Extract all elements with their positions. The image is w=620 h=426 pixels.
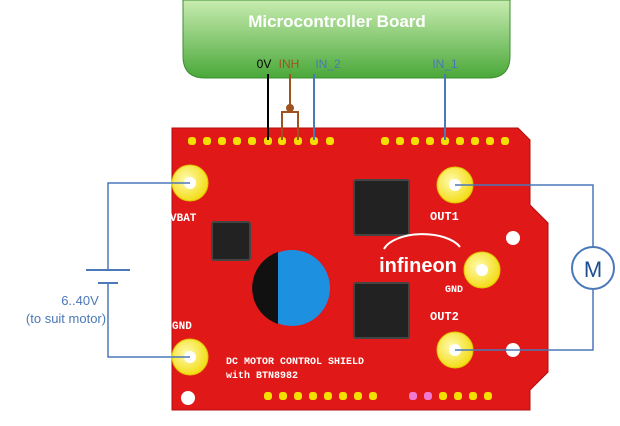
header-pin bbox=[486, 137, 494, 145]
half-bridge-chip-1 bbox=[353, 179, 410, 236]
gnd-right-label: GND bbox=[445, 285, 463, 296]
header-pin bbox=[339, 392, 347, 400]
header-pin bbox=[471, 137, 479, 145]
mounting-hole bbox=[181, 391, 195, 405]
header-pin bbox=[426, 137, 434, 145]
shield-name-line2: with BTN8982 bbox=[226, 370, 298, 382]
pin-label-inh: INH bbox=[279, 57, 300, 71]
battery-wiring bbox=[107, 182, 190, 358]
motor-wiring bbox=[455, 184, 594, 351]
mounting-hole bbox=[506, 231, 520, 245]
header-pin bbox=[248, 137, 256, 145]
battery-symbol bbox=[86, 269, 130, 284]
header-pin bbox=[441, 137, 449, 145]
header-pin bbox=[424, 392, 432, 400]
half-bridge-chip-2 bbox=[353, 282, 410, 339]
header-pin bbox=[369, 392, 377, 400]
header-pin bbox=[203, 137, 211, 145]
out1-label: OUT1 bbox=[430, 210, 459, 224]
motor-symbol: M bbox=[571, 246, 615, 290]
header-pin bbox=[469, 392, 477, 400]
out2-label: OUT2 bbox=[430, 310, 459, 324]
header-pin bbox=[324, 392, 332, 400]
gnd-terminal-right bbox=[463, 251, 501, 289]
gnd-left-label: GND bbox=[172, 321, 192, 333]
board-title: Microcontroller Board bbox=[248, 12, 426, 31]
header-pin bbox=[294, 392, 302, 400]
header-pin bbox=[484, 392, 492, 400]
header-pin bbox=[188, 137, 196, 145]
header-pin bbox=[264, 392, 272, 400]
header-pin bbox=[454, 392, 462, 400]
vbat-label: VBAT bbox=[170, 213, 197, 225]
header-pin bbox=[294, 137, 302, 145]
header-pin bbox=[279, 392, 287, 400]
header-pin bbox=[264, 137, 272, 145]
header-pin bbox=[501, 137, 509, 145]
logo-text: infineon bbox=[379, 255, 457, 277]
header-pin bbox=[411, 137, 419, 145]
header-pin bbox=[309, 392, 317, 400]
shield-name-line1: DC MOTOR CONTROL SHIELD bbox=[226, 357, 364, 368]
header-pin bbox=[381, 137, 389, 145]
header-pin bbox=[409, 392, 417, 400]
infineon-logo: infineon bbox=[379, 233, 461, 277]
microcontroller-board: Microcontroller Board bbox=[182, 0, 511, 79]
header-pin bbox=[310, 137, 318, 145]
header-pin bbox=[456, 137, 464, 145]
battery-note-label: (to suit motor) bbox=[26, 311, 106, 326]
header-pin bbox=[233, 137, 241, 145]
pin-label-in2: IN_2 bbox=[315, 57, 341, 71]
bottom-header-pins bbox=[264, 392, 492, 400]
header-pin bbox=[439, 392, 447, 400]
header-pin bbox=[218, 137, 226, 145]
header-pin bbox=[354, 392, 362, 400]
header-pin bbox=[396, 137, 404, 145]
wire-inh bbox=[281, 74, 299, 140]
header-pin bbox=[326, 137, 334, 145]
capacitor bbox=[252, 250, 330, 326]
pin-label-in1: IN_1 bbox=[432, 57, 458, 71]
header-pin bbox=[278, 137, 286, 145]
motor-label: M bbox=[584, 257, 602, 282]
battery-voltage-label: 6..40V bbox=[61, 293, 99, 308]
top-header-pins bbox=[188, 137, 509, 145]
regulator-chip bbox=[211, 221, 251, 261]
pin-label-0v: 0V bbox=[257, 57, 272, 71]
